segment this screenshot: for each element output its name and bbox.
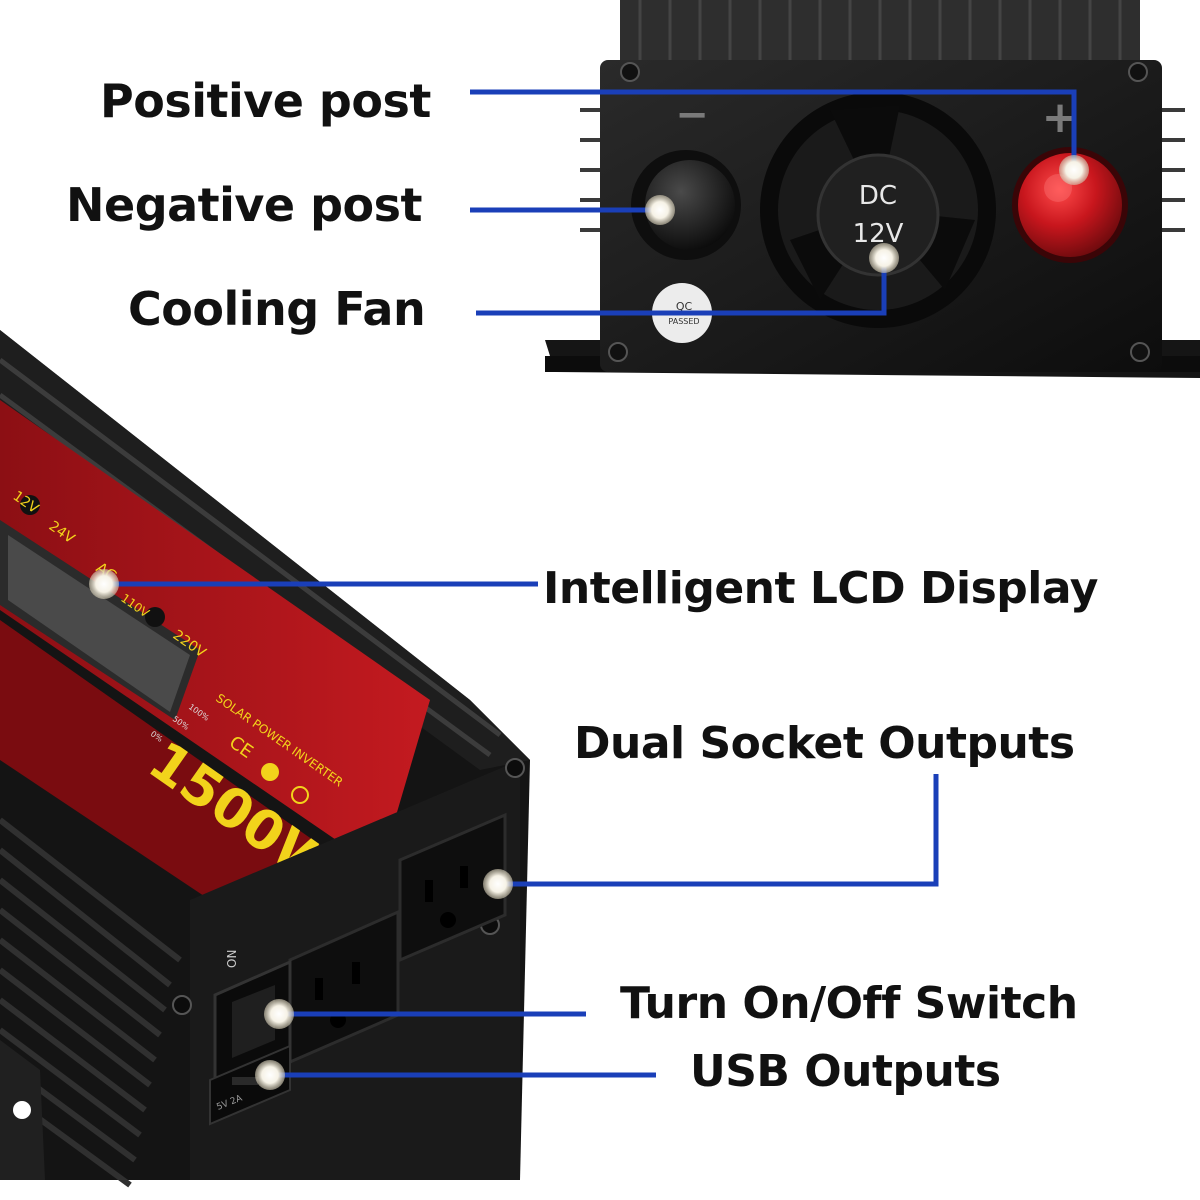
dot-usb	[255, 1060, 285, 1090]
label-negative-post: Negative post	[66, 178, 423, 232]
switch-on-label: ON	[225, 950, 239, 968]
dot-negative	[645, 195, 675, 225]
label-cooling-fan: Cooling Fan	[128, 282, 426, 336]
label-power-switch: Turn On/Off Switch	[620, 978, 1078, 1029]
dot-socket	[483, 869, 513, 899]
minus-marking: −	[675, 92, 709, 138]
qc-sticker: QC	[676, 300, 693, 313]
ac-side-view: 12V 24V AC 110V 220V 100% 50% 0% SOLAR P…	[0, 330, 530, 1188]
dot-lcd	[89, 569, 119, 599]
label-lcd-display: Intelligent LCD Display	[543, 563, 1098, 614]
dc-label: DC	[859, 181, 897, 211]
leader-socket	[498, 774, 939, 887]
dot-switch	[264, 999, 294, 1029]
qc-sticker-sub: PASSED	[668, 317, 699, 326]
label-usb-outputs: USB Outputs	[690, 1046, 1001, 1097]
label-positive-post: Positive post	[100, 74, 431, 128]
dot-fan	[869, 243, 899, 273]
leader-fan	[476, 258, 887, 316]
socket-1	[398, 812, 507, 963]
callout-dots	[89, 155, 1089, 1090]
leader-lines	[104, 89, 1077, 1078]
label-dual-socket: Dual Socket Outputs	[574, 718, 1075, 769]
dc-end-view: DC 12V − + QC PASSED	[545, 0, 1200, 378]
voltage-label: 12V	[853, 219, 904, 249]
leader-positive	[470, 89, 1077, 170]
dot-positive	[1059, 155, 1089, 185]
